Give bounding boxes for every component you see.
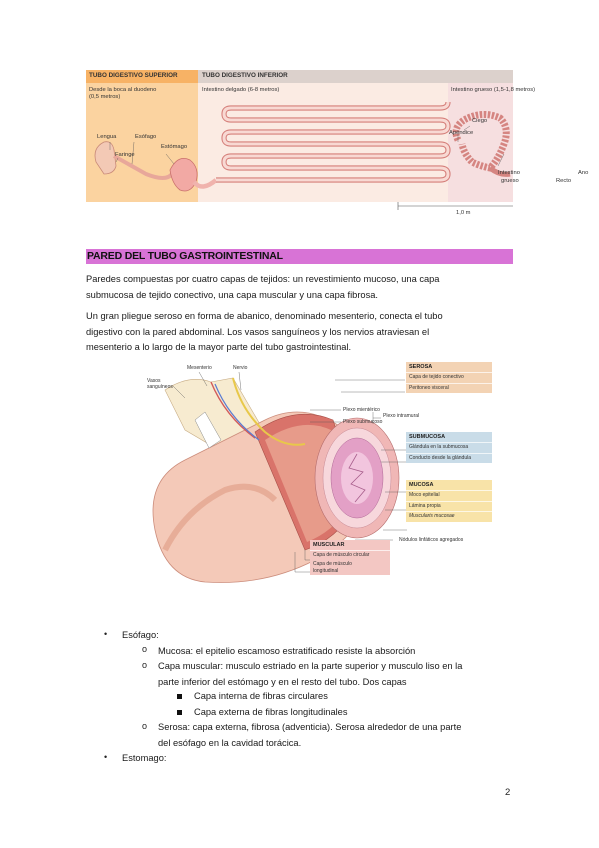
muscular-item-3: longitudinal [310,567,390,575]
intestino-grueso-label-line1: Intestino [498,170,520,176]
faringe-label: Faringe [115,152,135,158]
serosa-line-2: del esófago en la cavidad torácica. [158,737,302,748]
serosa-box: SEROSA Capa de tejido conectivo Peritone… [406,362,492,394]
submucosa-box: SUBMUCOSA Glándula en la submucosa Condu… [406,432,492,464]
paragraph-1: Paredes compuestas por cuatro capas de t… [86,272,513,303]
paragraph-2-line-2: digestivo con la pared abdominal. Los va… [86,326,430,337]
serosa-item-2: Peritoneo visceral [406,382,492,394]
square-bullet-externa [177,710,182,715]
bullet-estomago: • [104,752,108,762]
paragraph-1-line-2: submucosa de tejido conectivo, una capa … [86,289,378,300]
large-intestine-label: Intestino grueso (1,5-1,8 metros) [451,87,536,93]
mucosa-item-3: Muscularis mucosae [406,511,492,522]
serosa-line-1: Serosa: capa externa, fibrosa (adventici… [158,722,462,732]
mucosa-box: MUCOSA Moco epitelial Lámina propia Musc… [406,480,492,522]
bullet-esofago: • [104,629,108,639]
lower-tract-header: TUBO DIGESTIVO INFERIOR [202,72,288,79]
muscular-item-1: Capa de músculo circular [310,550,390,561]
large-intestine-background [448,70,513,202]
mucosa-item-2: Lámina propia [406,500,492,512]
muscular-title: MUSCULAR [310,540,390,550]
nervio-label: Nervio [233,365,248,371]
lower-tract-header-bar [198,70,513,83]
list-item-externa: Capa externa de fibras longitudinales [194,707,348,717]
mucosa-title: MUCOSA [406,480,492,490]
list-item-muscular: Capa muscular: musculo estriado en la pa… [158,659,513,690]
plexo-intramural-label: Plexo intramural [383,413,420,419]
lengua-label: Lengua [97,134,117,140]
upper-tract-description-line2: (0,5 metros) [89,94,121,100]
muscular-box: MUSCULAR Capa de músculo circular Capa d… [310,540,390,575]
mesenterio-label: Mesenterio [187,365,212,371]
muscular-line-1: Capa muscular: musculo estriado en la pa… [158,661,463,671]
intestino-grueso-label-line2: grueso [501,178,519,184]
list-item-mucosa: Mucosa: el epitelio escamoso estratifica… [158,646,416,656]
sub-bullet-mucosa: o [142,644,148,654]
digestive-tract-figure: TUBO DIGESTIVO SUPERIOR TUBO DIGESTIVO I… [86,70,588,220]
list-item-esofago: Esófago: [122,630,159,640]
serosa-title: SEROSA [406,362,492,372]
gi-wall-figure: Mesenterio Nervio Vasos sanguíneos SEROS… [145,360,492,590]
upper-tract-header: TUBO DIGESTIVO SUPERIOR [89,72,178,79]
muscular-item-2: Capa de músculo [310,560,390,568]
small-intestine-label: Intestino delgado (6-8 metros) [202,87,280,93]
submucosa-item-2: Conducto desde la glándula [406,452,492,464]
scale-label: 1,0 m [456,210,471,216]
paragraph-2: Un gran pliegue seroso en forma de abani… [86,309,513,356]
submucosa-title: SUBMUCOSA [406,432,492,442]
page-number: 2 [505,787,511,798]
ciego-label: Ciego [472,118,488,124]
submucosa-item-1: Glándula en la submucosa [406,442,492,453]
muscular-line-2: parte inferior del estómago y en el rest… [158,676,407,687]
esofago-label: Esófago [135,134,157,140]
ano-label: Ano [578,170,589,176]
mucosa-item-1: Moco epitelial [406,490,492,501]
nodulos-label: Nódulos linfáticos agregados [399,537,464,543]
square-bullet-interna [177,694,182,699]
list-item-interna: Capa interna de fibras circulares [194,691,328,701]
plexo-submucoso-label: Plexo submucoso [343,419,383,425]
digestive-tract-drawing [94,101,513,210]
sub-bullet-muscular: o [142,660,148,670]
apendice-label: Apéndice [449,130,474,136]
serosa-item-1: Capa de tejido conectivo [406,372,492,383]
plexo-mienterico-label: Plexo mientérico [343,407,380,413]
gi-wall-drawing [152,371,407,583]
upper-tract-description-line1: Desde la boca al duodeno [89,87,157,93]
estomago-label: Estómago [161,144,188,150]
recto-label: Recto [556,178,572,184]
paragraph-2-line-1: Un gran pliegue seroso en forma de abani… [86,311,443,321]
section-title: PARED DEL TUBO GASTROINTESTINAL [86,249,513,264]
list-item-serosa: Serosa: capa externa, fibrosa (adventici… [158,720,513,751]
vasos-label-line1: Vasos [147,378,161,384]
paragraph-1-line-1: Paredes compuestas por cuatro capas de t… [86,274,440,284]
vasos-label-line2: sanguíneos [147,384,173,390]
list-item-estomago: Estomago: [122,753,167,763]
sub-bullet-serosa: o [142,721,148,731]
upper-tract-header-bar [86,70,198,83]
paragraph-2-line-3: mesenterio a lo largo de la mayor parte … [86,342,352,352]
